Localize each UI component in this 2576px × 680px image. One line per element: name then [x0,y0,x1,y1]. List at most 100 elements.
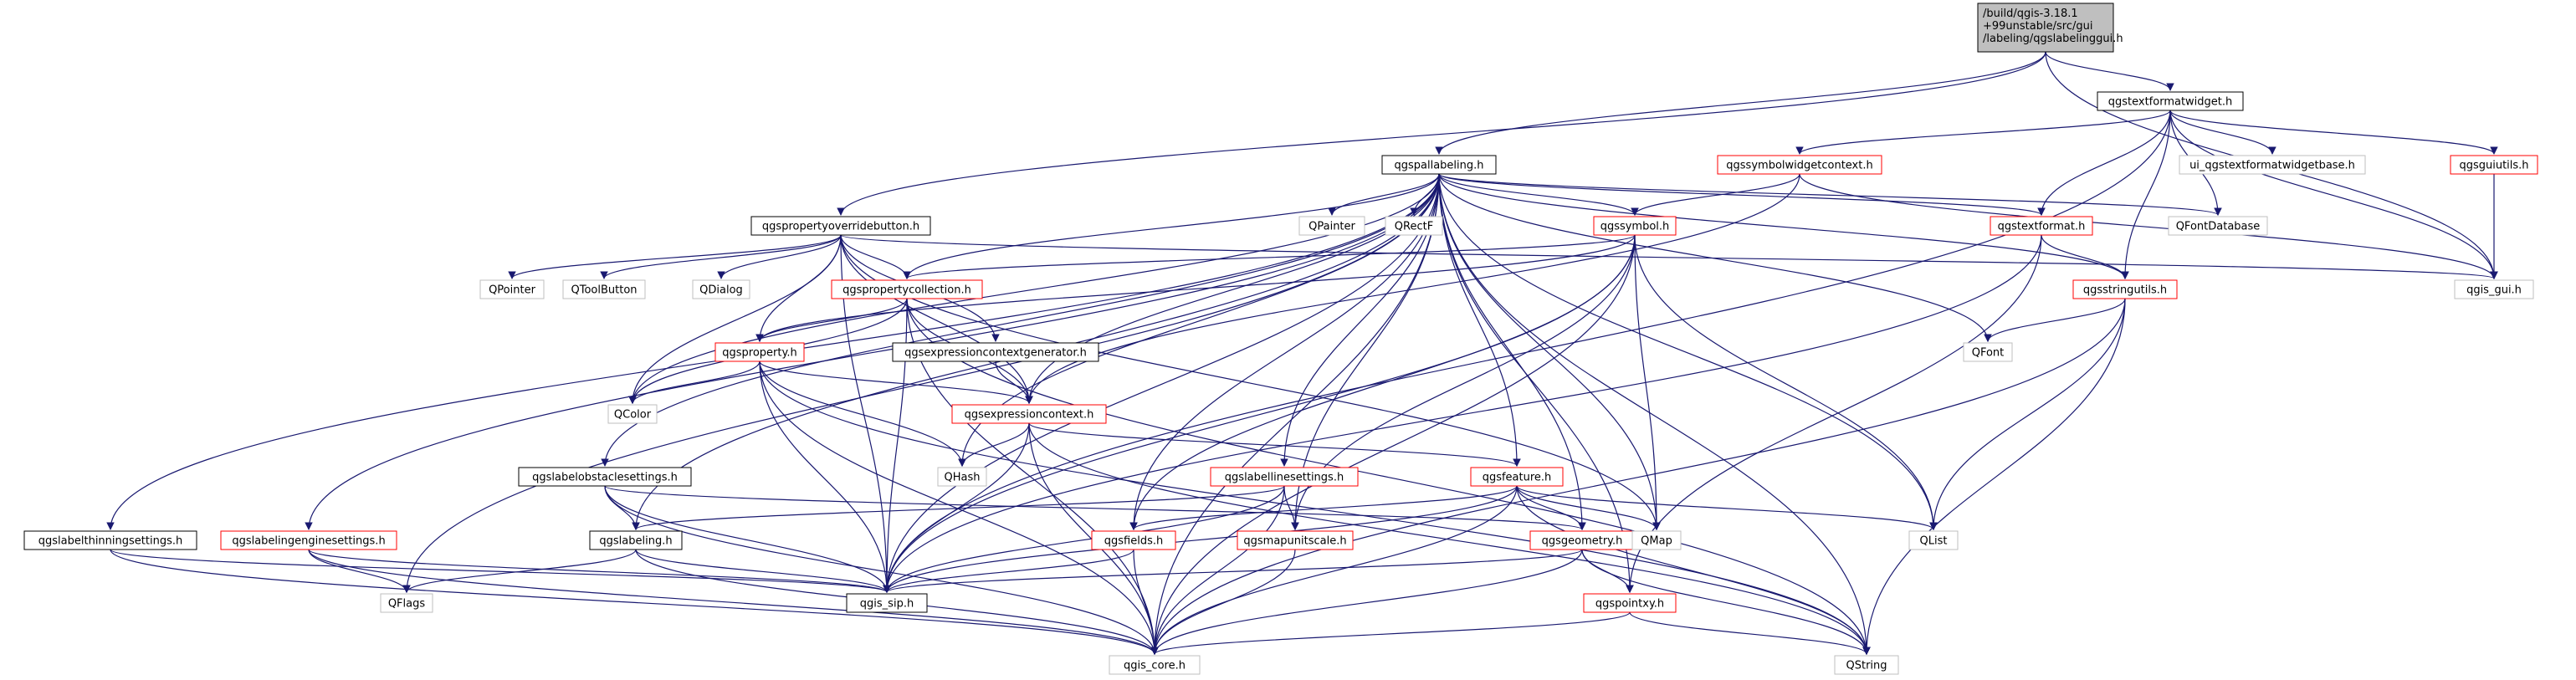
dependency-edge [1025,173,1440,404]
node-label: QPainter [1308,221,1355,233]
node-symbolwidgetcontext[interactable]: qgssymbolwidgetcontext.h [1717,155,1882,175]
node-label: qgsgeometry.h [1542,535,1623,548]
edge-line [1438,173,2046,216]
node-label: ui_qgstextformatwidgetbase.h [2189,160,2355,172]
dependency-edge [1150,549,1583,655]
node-label: QFlags [388,598,426,611]
dependency-edge [628,173,1440,404]
node-label: qgslabeling.h [599,535,672,548]
node-pallabeling[interactable]: qgspallabeling.h [1381,155,1497,175]
node-feature[interactable]: qgsfeature.h [1470,467,1564,487]
dependency-edge [2045,51,2174,91]
title-node-line: /build/qgis-3.18.1 [1983,8,2078,20]
node-mapunitscale[interactable]: qgsmapunitscale.h [1237,530,1354,550]
node-propertycollection[interactable]: qgspropertycollection.h [831,279,983,299]
dependency-edge [1516,485,1871,655]
node-qlist: QList [1908,530,1959,550]
edge-line [840,234,2498,279]
dependency-edge [1438,173,1521,467]
dependency-edge [1129,173,1440,530]
edge-line [1150,298,2126,655]
dependency-edge [2169,110,2276,155]
node-label: qgspropertycollection.h [842,284,971,297]
node-ui_textformat: ui_qgstextformatwidgetbase.h [2179,155,2366,175]
dependency-edge [1438,173,1634,593]
dependency-edge [840,234,1033,404]
node-box [1990,216,2093,236]
edge-line [2037,110,2171,216]
node-thinning[interactable]: qgslabelthinningsettings.h [23,530,197,550]
dependency-edge [1129,485,1518,530]
node-box [220,530,397,550]
edge-line [883,549,1583,593]
edge-line [1626,234,2042,593]
edge-line [1150,485,1518,655]
node-propertyoverride[interactable]: qgspropertyoverridebutton.h [750,216,931,236]
edge-line [883,485,1518,593]
title-node-line: /labeling/qgslabelinggui.h [1983,33,2123,45]
node-engine[interactable]: qgslabelingenginesettings.h [220,530,397,550]
node-qgis_sip[interactable]: qgis_sip.h [846,593,928,613]
node-exprctxgen[interactable]: qgsexpressioncontextgenerator.h [892,342,1099,362]
dependency-edge [2121,110,2171,279]
edge-line [840,234,911,279]
node-textformatwidget[interactable]: qgstextformatwidget.h [2097,91,2244,111]
dependency-edge [1984,298,2126,342]
node-label: qgsstringutils.h [2083,284,2167,297]
dependency-edge [110,549,1159,655]
node-label: qgsmapunitscale.h [1243,535,1346,548]
dependency-edge [1328,173,1440,216]
edge-line [906,298,1871,655]
node-label: qgslabelobstaclesettings.h [532,472,678,484]
node-qgis_core: qgis_core.h [1109,655,1201,675]
dependency-edge [604,485,640,530]
node-box [1631,530,1682,550]
node-linesettings[interactable]: qgslabellinesettings.h [1210,467,1359,487]
node-geometry[interactable]: qgsgeometry.h [1529,530,1635,550]
edge-line [1581,549,1871,655]
dependency-edge [1133,549,1159,655]
node-label: qgsexpressioncontext.h [965,409,1094,422]
nodes-layer: /build/qgis-3.18.1+99unstable/src/gui/la… [23,3,2538,675]
node-property[interactable]: qgsproperty.h [714,342,805,362]
node-box [831,279,983,299]
title-node-line: +99unstable/src/gui [1983,20,2092,33]
node-pointxy[interactable]: qgspointxy.h [1583,593,1677,613]
edge-line [1025,173,1800,404]
edge-line [1516,485,1661,530]
edge-line [2169,110,2276,155]
edge-line [1438,173,2129,279]
dependency-edge [635,549,891,593]
node-box [1583,593,1677,613]
node-qpointer: QPointer [479,279,545,299]
node-obstacle[interactable]: qgslabelobstaclesettings.h [518,467,692,487]
node-qpainter: QPainter [1298,216,1365,236]
dependency-edge [1634,234,1938,530]
edge-line [402,549,637,593]
dependency-edge [508,234,842,279]
dependency-edge [1862,298,2126,655]
edge-line [717,234,842,279]
edge-line [1150,549,1296,655]
node-box [1237,530,1354,550]
node-stringutils[interactable]: qgsstringutils.h [2072,279,2178,299]
dependency-edge [604,485,1586,530]
edge-line [755,234,1636,342]
node-fields[interactable]: qgsfields.h [1091,530,1176,550]
edge-line [1862,298,2126,655]
node-textformat[interactable]: qgstextformat.h [1990,216,2093,236]
edge-line [508,234,842,279]
dependency-edge [2041,234,2129,279]
dependency-edge [1150,549,1296,655]
node-qtoolbutton: QToolButton [562,279,646,299]
node-guiutils[interactable]: qgsguiutils.h [2450,155,2538,175]
edge-line [2045,51,2174,91]
node-labeling[interactable]: qgslabeling.h [589,530,683,550]
edge-line [1438,173,1871,655]
node-exprctx[interactable]: qgsexpressioncontext.h [951,404,1107,424]
dependency-edge [903,173,1440,279]
dependency-edge [1028,422,1871,655]
edge-line [2121,110,2171,279]
node-box [589,530,683,550]
node-symbol[interactable]: qgssymbol.h [1593,216,1677,236]
